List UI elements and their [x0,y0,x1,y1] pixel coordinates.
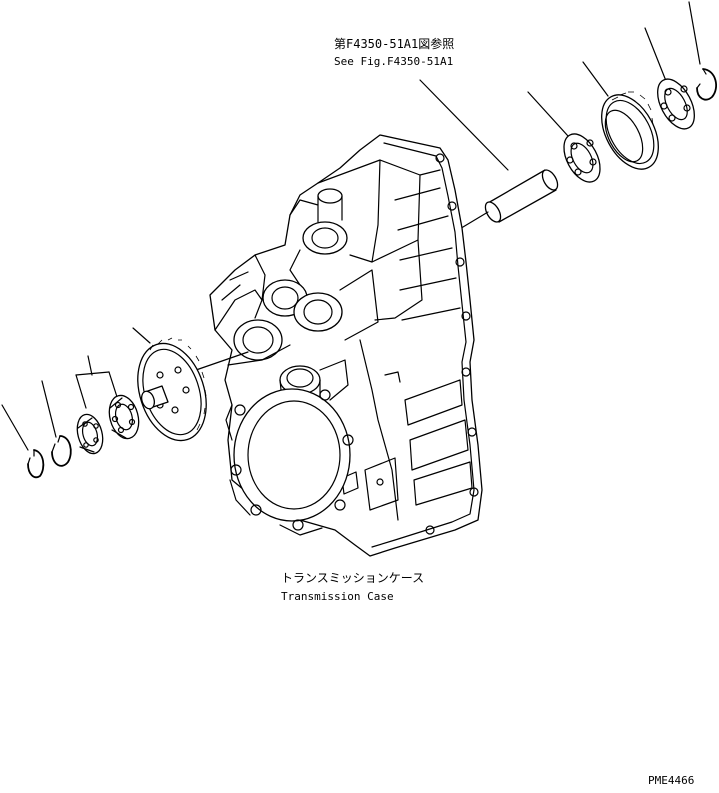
front-bearing-large [108,394,140,440]
case-label-japanese: トランスミッションケース [281,571,424,585]
bearing-left [563,133,601,183]
reference-note-japanese: 第F4350-51A1図参照 [334,36,454,51]
reference-note-english: See Fig.F4350-51A1 [334,55,453,68]
leader-gear-ring [582,61,609,97]
bearing-right [657,78,695,130]
bearing-bracket-bar [75,371,110,376]
leader-bearing-left [527,91,569,137]
leader-snap-ring-mid [41,380,57,438]
leader-bearing-right [644,27,669,87]
gear-ring [601,91,659,170]
leader-snap-ring-front [1,404,29,451]
bracket-leg-right [108,371,119,401]
reference-leader-line [419,79,509,171]
shaft-axis-line-top [457,211,489,231]
leader-gear-front [132,327,151,344]
shaft-pin [484,169,559,223]
shaft-axis-line-front [195,351,249,371]
leader-lines [1,1,701,451]
transmission-case [209,134,483,557]
snap-ring-front [27,449,45,479]
case-label-english: Transmission Case [281,590,394,603]
snap-ring-top [696,68,717,101]
drawing-code: PME4466 [648,774,694,787]
leader-snap-ring-top [688,1,701,65]
bracket-leg-left [75,374,87,409]
front-gear [137,337,207,442]
leader-bearing-bracket [87,355,93,376]
front-bearing-small [76,413,104,455]
snap-ring-mid [51,435,72,467]
